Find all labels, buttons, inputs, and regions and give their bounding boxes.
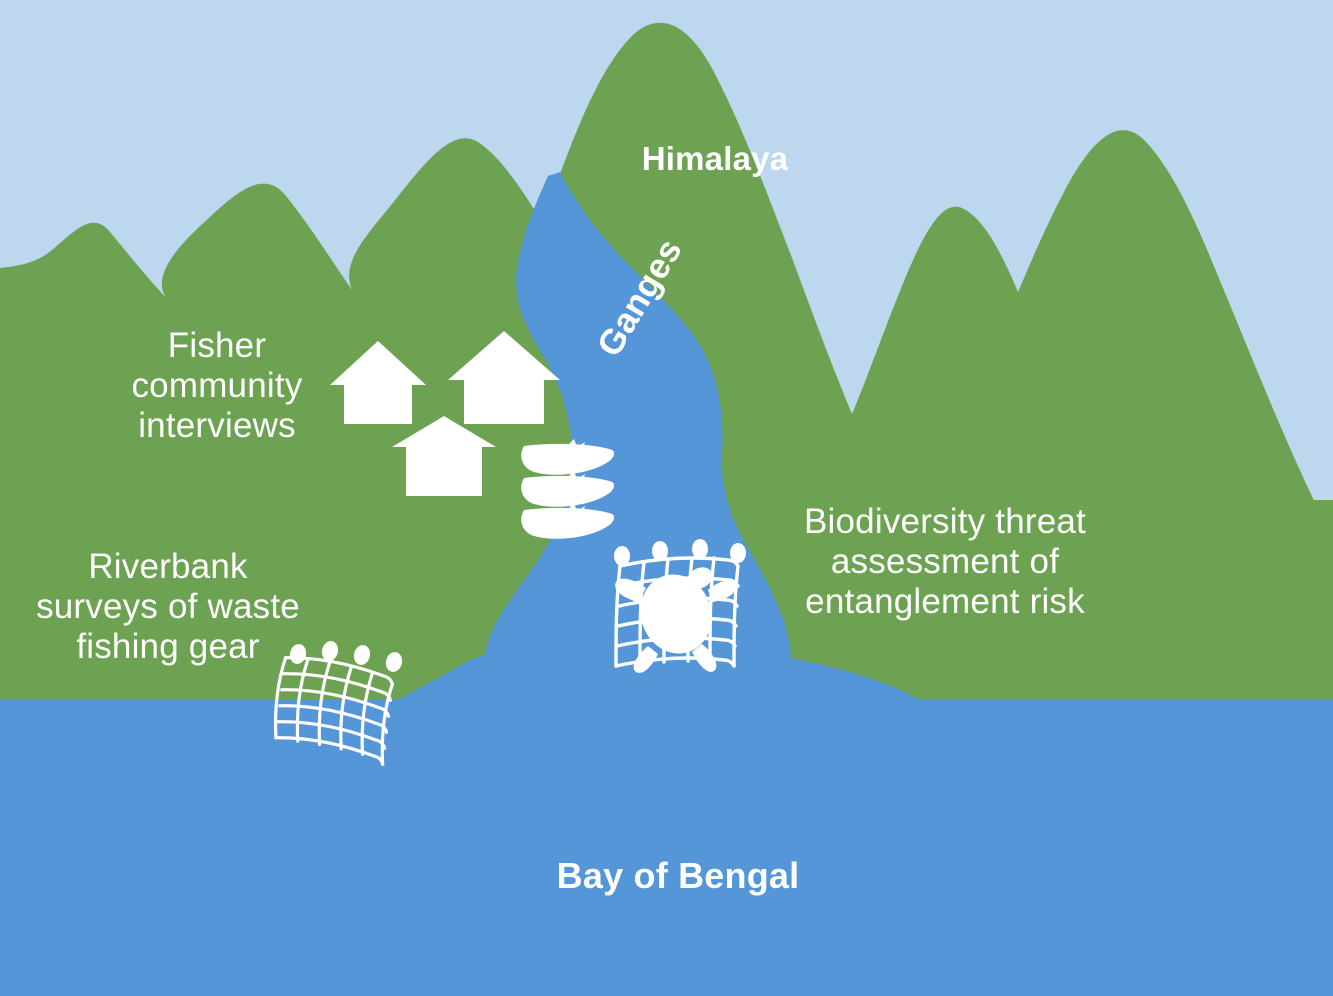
net-float-icon bbox=[692, 539, 708, 559]
boat-icon-group bbox=[521, 439, 615, 539]
net-float-icon bbox=[385, 652, 403, 672]
boat-icon bbox=[521, 471, 615, 507]
house-body bbox=[464, 372, 544, 424]
net-float-icon bbox=[614, 546, 630, 566]
boat-icon bbox=[521, 439, 615, 475]
net-float-icon bbox=[353, 645, 371, 665]
net-float-icon bbox=[652, 541, 668, 561]
net-float-icon bbox=[289, 644, 307, 664]
boat-icon bbox=[521, 503, 615, 539]
house-body bbox=[406, 440, 482, 496]
net-float-icon bbox=[730, 543, 746, 563]
right-coastline-land bbox=[760, 500, 1333, 700]
bay-of-bengal-water bbox=[0, 700, 1333, 996]
house-icon-group bbox=[330, 331, 560, 496]
net-float-icon bbox=[321, 641, 339, 661]
fishing-net-icon bbox=[273, 641, 403, 766]
turtle-icon bbox=[615, 567, 737, 673]
river-mouth bbox=[398, 645, 920, 700]
turtle-in-net-icon bbox=[614, 539, 746, 673]
house-body bbox=[344, 380, 412, 424]
